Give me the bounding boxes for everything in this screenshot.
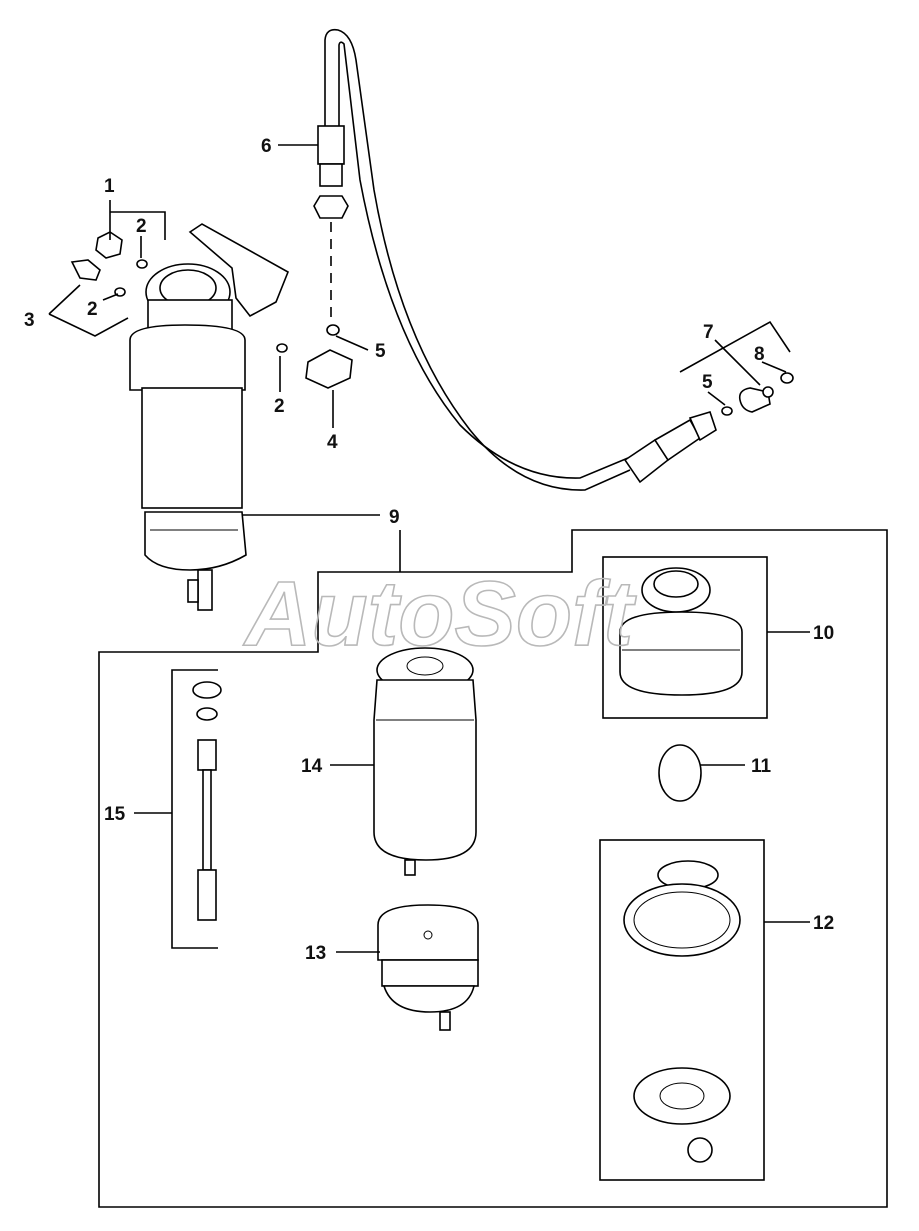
fuel-hose — [313, 28, 717, 491]
part-15-group — [171, 669, 222, 949]
callout-5: 5 — [375, 341, 386, 362]
service-kit-frame — [98, 529, 888, 1208]
o-ring-11 — [658, 744, 702, 802]
watermark: AutoSoft — [243, 563, 637, 665]
callout-4: 4 — [327, 432, 338, 453]
part-12-box — [599, 839, 765, 1181]
hose-end-fittings — [721, 372, 794, 416]
callout-3: 3 — [24, 310, 35, 331]
callout-12: 12 — [813, 913, 834, 934]
callout-5: 5 — [702, 372, 713, 393]
callout-14: 14 — [301, 756, 323, 777]
callout-2: 2 — [136, 216, 147, 237]
callout-labels: 1 2 2 2 3 4 5 5 6 7 8 9 10 11 12 13 14 1… — [24, 136, 834, 964]
callout-2: 2 — [87, 299, 98, 320]
fuel-filter-assembly — [129, 223, 290, 611]
part-10-box — [602, 556, 768, 719]
callout-7: 7 — [703, 322, 714, 343]
callout-9: 9 — [389, 507, 400, 528]
callout-10: 10 — [813, 623, 834, 644]
callout-13: 13 — [305, 943, 326, 964]
callout-1: 1 — [104, 176, 115, 197]
callout-11: 11 — [751, 756, 772, 777]
bowl-13 — [377, 904, 479, 1031]
filter-element-14 — [373, 647, 477, 876]
callout-6: 6 — [261, 136, 272, 157]
inlet-fittings — [70, 231, 353, 389]
leader-lines — [48, 144, 810, 953]
callout-15: 15 — [104, 804, 126, 825]
callout-8: 8 — [754, 344, 765, 365]
callout-2: 2 — [274, 396, 285, 417]
